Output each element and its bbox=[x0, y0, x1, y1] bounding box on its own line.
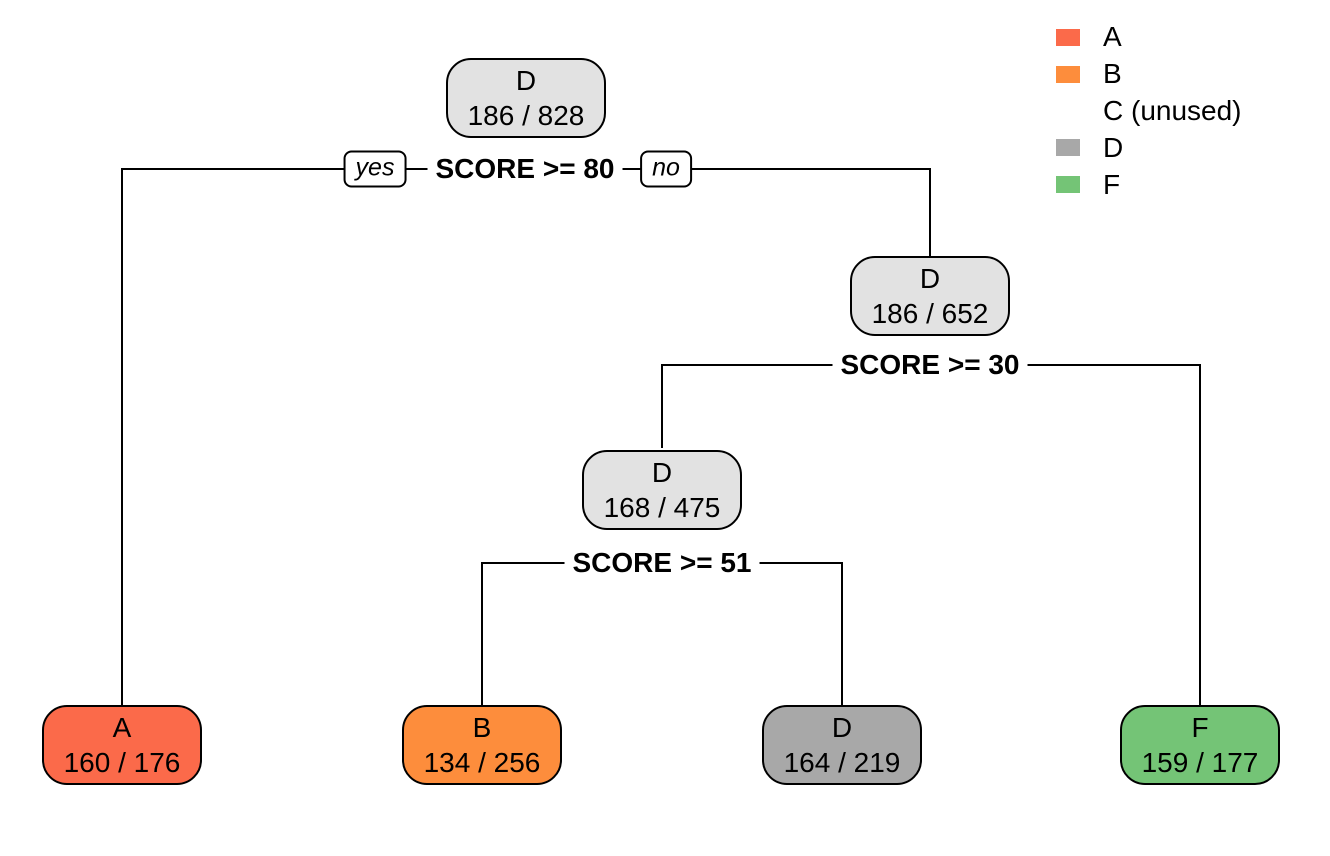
branch-split2 bbox=[661, 364, 1201, 705]
legend-swatch-b bbox=[1056, 65, 1080, 83]
legend-label: D bbox=[1103, 131, 1124, 163]
node-stats: 159 / 177 bbox=[1141, 747, 1259, 778]
internal-node-right-left: D 168 / 475 bbox=[582, 450, 742, 530]
legend: A B C (unused) D F bbox=[1056, 19, 1242, 203]
legend-swatch-d bbox=[1056, 139, 1080, 157]
branch-split1 bbox=[121, 168, 931, 705]
node-class: D bbox=[831, 712, 853, 743]
legend-item-f: F bbox=[1056, 166, 1242, 203]
legend-swatch-f bbox=[1056, 176, 1080, 194]
legend-item-a: A bbox=[1056, 19, 1242, 56]
leaf-node-a: A 160 / 176 bbox=[42, 705, 202, 785]
node-class: A bbox=[112, 712, 132, 743]
internal-node-right: D 186 / 652 bbox=[850, 256, 1010, 336]
node-class: F bbox=[1191, 712, 1209, 743]
legend-swatch-a bbox=[1056, 28, 1080, 46]
node-class: B bbox=[472, 712, 492, 743]
split-label-score-80: SCORE >= 80 bbox=[427, 153, 623, 185]
node-class: D bbox=[919, 263, 941, 294]
legend-swatch-c-empty bbox=[1056, 102, 1080, 119]
legend-item-c: C (unused) bbox=[1056, 93, 1242, 130]
split-label-score-30: SCORE >= 30 bbox=[832, 349, 1028, 381]
leaf-node-b: B 134 / 256 bbox=[402, 705, 562, 785]
leaf-node-f: F 159 / 177 bbox=[1120, 705, 1280, 785]
node-stats: 186 / 828 bbox=[467, 100, 585, 131]
legend-item-d: D bbox=[1056, 129, 1242, 166]
internal-node-root: D 186 / 828 bbox=[446, 58, 606, 138]
legend-item-b: B bbox=[1056, 56, 1242, 93]
yes-badge: yes bbox=[343, 150, 407, 188]
legend-label: A bbox=[1103, 21, 1122, 53]
no-badge: no bbox=[640, 150, 692, 188]
legend-label: C (unused) bbox=[1103, 94, 1242, 126]
branch-split3 bbox=[481, 562, 843, 705]
node-stats: 168 / 475 bbox=[603, 492, 721, 523]
node-class: D bbox=[651, 457, 673, 488]
leaf-node-d: D 164 / 219 bbox=[762, 705, 922, 785]
legend-label: B bbox=[1103, 58, 1122, 90]
node-stats: 134 / 256 bbox=[423, 747, 541, 778]
split-label-score-51: SCORE >= 51 bbox=[564, 547, 760, 579]
node-stats: 160 / 176 bbox=[63, 747, 181, 778]
node-class: D bbox=[515, 65, 537, 96]
legend-label: F bbox=[1103, 168, 1121, 200]
node-stats: 186 / 652 bbox=[871, 298, 989, 329]
node-stats: 164 / 219 bbox=[783, 747, 901, 778]
